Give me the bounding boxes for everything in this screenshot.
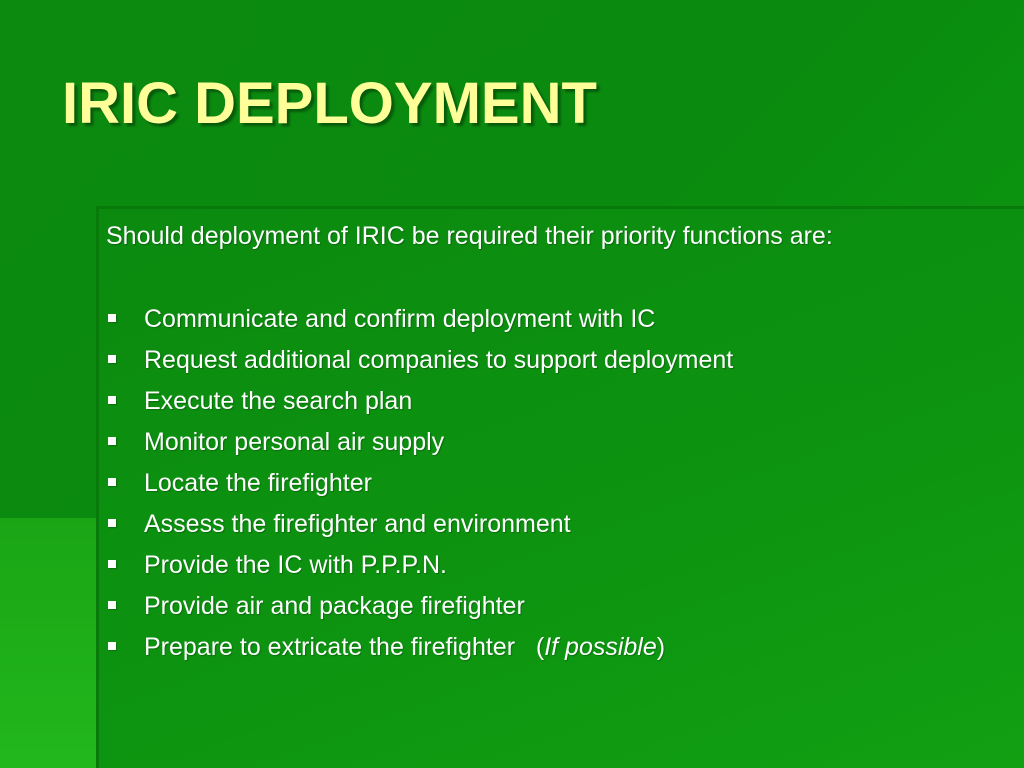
list-item-text: Provide the IC with P.P.P.N. [144, 551, 447, 579]
square-bullet-icon [108, 314, 116, 322]
list-item-text: Communicate and confirm deployment with … [144, 305, 656, 333]
list-item-text: Locate the firefighter [144, 469, 372, 497]
background-left-panel [0, 518, 96, 768]
list-item: Execute the search plan [106, 382, 733, 423]
square-bullet-icon [108, 396, 116, 404]
list-item-text: Monitor personal air supply [144, 428, 445, 456]
list-item: Prepare to extricate the firefighter (If… [106, 628, 733, 669]
list-item-text: Request additional companies to support … [144, 346, 734, 374]
list-item-text: Assess the firefighter and environment [144, 510, 571, 538]
intro-text: Should deployment of IRIC be required th… [106, 222, 833, 250]
paren-close: ) [656, 633, 666, 661]
bullet-list: Communicate and confirm deployment with … [106, 300, 733, 669]
paren-open: ( [535, 633, 545, 661]
list-item: Provide the IC with P.P.P.N. [106, 546, 733, 587]
list-item: Assess the firefighter and environment [106, 505, 733, 546]
square-bullet-icon [108, 601, 116, 609]
list-item: Provide air and package firefighter [106, 587, 733, 628]
square-bullet-icon [108, 560, 116, 568]
list-item: Monitor personal air supply [106, 423, 733, 464]
slide-title: IRIC DEPLOYMENT [62, 71, 597, 136]
list-item: Communicate and confirm deployment with … [106, 300, 733, 341]
square-bullet-icon [108, 519, 116, 527]
square-bullet-icon [108, 478, 116, 486]
square-bullet-icon [108, 642, 116, 650]
content-panel [96, 206, 1024, 768]
list-item: Locate the firefighter [106, 464, 733, 505]
list-item-text: Provide air and package firefighter [144, 592, 525, 620]
square-bullet-icon [108, 437, 116, 445]
list-item: Request additional companies to support … [106, 341, 733, 382]
italic-note: If possible [544, 633, 657, 661]
square-bullet-icon [108, 355, 116, 363]
list-item-text: Execute the search plan [144, 387, 413, 415]
list-item-text: Prepare to extricate the firefighter [144, 633, 516, 661]
